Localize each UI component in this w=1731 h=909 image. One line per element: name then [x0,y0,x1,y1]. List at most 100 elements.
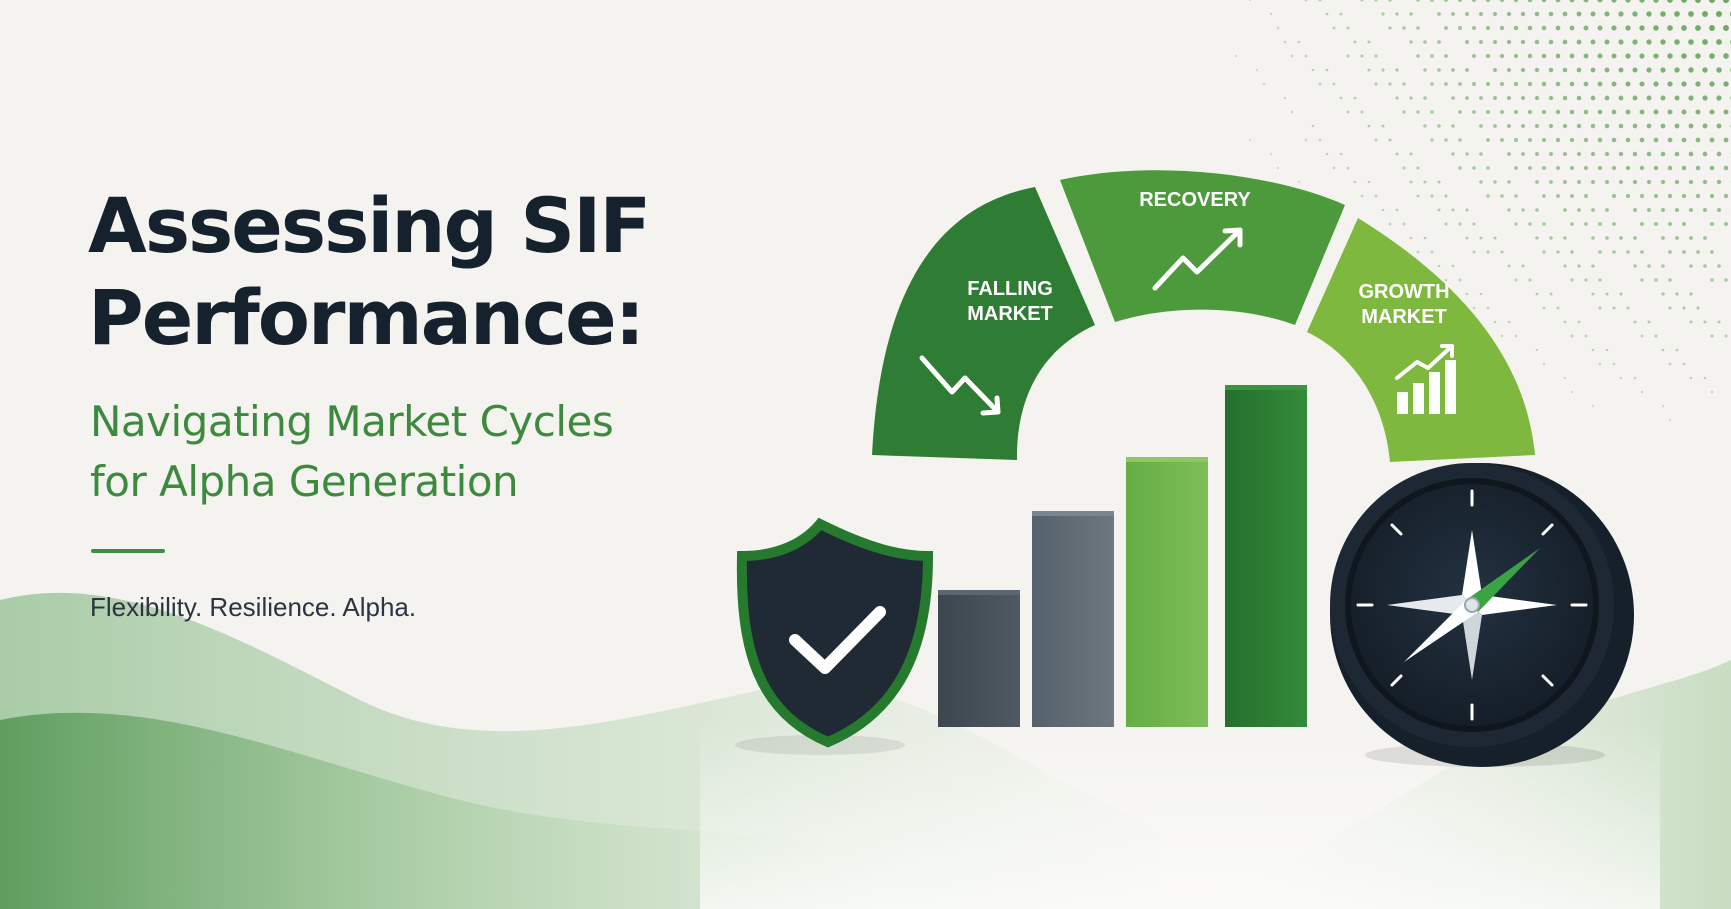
dot [1556,250,1560,254]
dot [1374,82,1378,86]
dot [1499,25,1505,31]
dot [1569,165,1575,171]
dot [1555,0,1561,3]
dot [1506,67,1512,73]
dot [1542,362,1546,366]
dot [1339,96,1343,100]
dot [1472,250,1476,254]
dot [1493,180,1497,184]
dot [1430,82,1434,86]
dot [1696,250,1700,254]
dot [1542,194,1546,198]
dot [1555,109,1561,115]
cycle-segment-growth [1307,218,1535,462]
dot [1402,26,1406,30]
trend-down-arrow-icon [919,355,1001,416]
dot [1555,137,1561,143]
dot [1653,193,1659,199]
dot [1556,166,1560,170]
dot [1493,96,1497,100]
dot [1632,123,1638,129]
dot [1437,180,1441,184]
dot [1598,306,1602,310]
dot [1668,278,1672,282]
accent-divider [91,549,165,553]
dot [1598,362,1602,366]
dot [1437,40,1441,44]
dot [1674,207,1680,213]
dot [1451,124,1455,128]
dot [1717,264,1721,268]
cycle-segment-falling [872,187,1095,460]
dot [1723,137,1729,143]
dot [1479,180,1483,184]
dot [1667,0,1673,3]
dot [1513,0,1519,3]
dot [1465,12,1469,16]
dot [1535,348,1539,352]
dot [1520,123,1526,129]
dot [1486,166,1490,170]
dot [1703,264,1707,268]
dot [1626,306,1630,310]
dot [1681,137,1687,143]
dot [1562,95,1568,101]
dot [1681,0,1687,3]
dot [1724,334,1728,338]
dot [1548,11,1554,17]
dot [1409,96,1413,100]
dot [1583,137,1589,143]
dot [1499,81,1505,87]
dot [1577,180,1581,184]
dot [1674,123,1680,129]
dot [1304,0,1308,2]
dot [1702,151,1708,157]
dot [1604,67,1610,73]
dot [1646,123,1652,129]
dot [1618,95,1624,101]
growth-market-label-line2: MARKET [1361,306,1447,328]
dot [1584,334,1588,338]
dot [1681,109,1687,115]
dot [1332,26,1336,30]
dot [1353,96,1357,100]
dot [1688,11,1694,17]
dot [1325,68,1329,72]
dot [1611,53,1617,59]
dot [1682,222,1686,226]
dot [1297,40,1301,44]
dot [1661,404,1665,408]
dot [1597,0,1603,3]
dot [1639,109,1645,115]
dot [1395,208,1399,212]
dot [1695,53,1701,59]
dot [1541,109,1547,115]
dot [1689,264,1693,268]
dot [1514,334,1518,338]
dot [1465,208,1469,212]
dot [1647,320,1651,324]
dot [1311,124,1315,128]
dot [1612,250,1616,254]
dot [1360,54,1364,58]
dot [1611,109,1617,115]
dot [1696,306,1700,310]
dot [1646,151,1652,157]
dot [1409,152,1413,156]
falling-market-label-line2: MARKET [967,303,1053,325]
dot [1674,39,1680,45]
dot [1653,109,1659,115]
dot [1716,95,1722,101]
dot [1388,0,1392,2]
dot [1520,67,1526,73]
dot [1584,278,1588,282]
dot [1625,165,1631,171]
dot [1444,54,1448,58]
dot [1569,25,1575,31]
dot [1710,250,1714,254]
dot [1472,54,1476,58]
dot [1423,68,1427,72]
shield-check-icon [735,517,934,755]
dot [1569,109,1575,115]
dot [1402,82,1406,86]
